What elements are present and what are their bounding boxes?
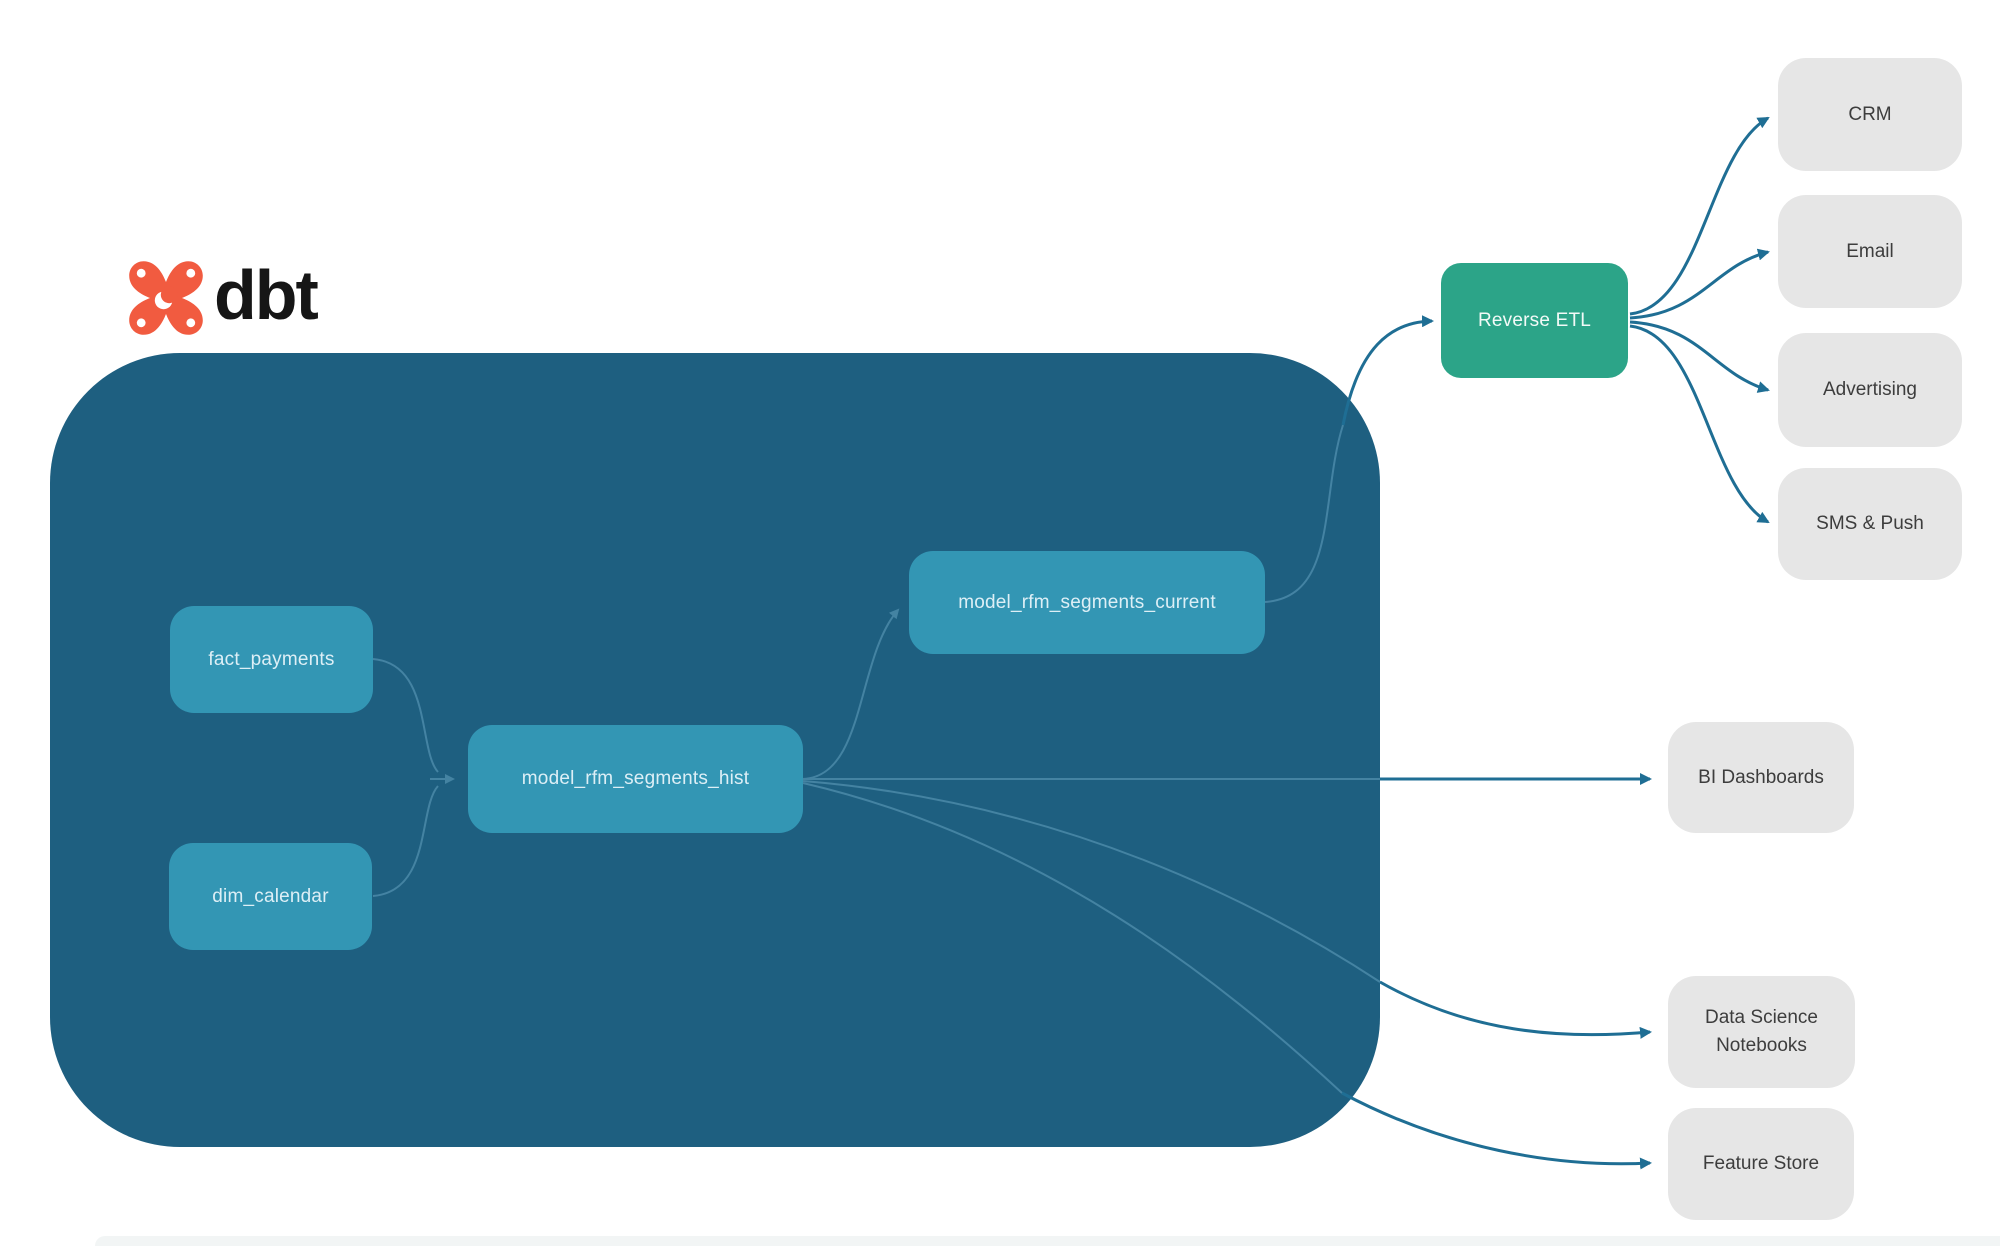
edge-hist-to-notebooks <box>1379 980 1652 1039</box>
node-label: Reverse ETL <box>1477 309 1592 331</box>
bottom-edge-strip <box>95 1236 2000 1246</box>
node-fact-payments: fact_payments <box>170 606 373 713</box>
node-label: Email <box>1846 240 1894 262</box>
node-label: dim_calendar <box>212 885 329 907</box>
node-feature-store: Feature Store <box>1668 1108 1854 1220</box>
node-label: Data Science Notebooks <box>1704 1007 1818 1056</box>
node-model-rfm-segments-current: model_rfm_segments_current <box>909 551 1265 654</box>
edge-reverse-etl-to-advertising <box>1629 320 1770 393</box>
node-model-rfm-segments-hist: model_rfm_segments_hist <box>468 725 803 833</box>
dbt-logo-icon <box>129 261 203 335</box>
node-email: Email <box>1778 195 1962 308</box>
dbt-logo-text: dbt <box>214 256 319 334</box>
edge-reverse-etl-to-crm <box>1629 116 1770 316</box>
edge-hist-to-feature-store <box>1341 1091 1652 1170</box>
node-label: model_rfm_segments_current <box>958 591 1216 613</box>
node-label: Feature Store <box>1702 1153 1820 1175</box>
node-sms-push: SMS & Push <box>1778 468 1962 580</box>
node-label: Advertising <box>1823 379 1917 401</box>
node-label: BI Dashboards <box>1698 766 1824 788</box>
node-crm: CRM <box>1778 58 1962 171</box>
node-label: model_rfm_segments_hist <box>521 768 750 789</box>
node-label: fact_payments <box>208 648 335 670</box>
node-advertising: Advertising <box>1778 333 1962 447</box>
node-dim-calendar: dim_calendar <box>169 843 372 950</box>
node-label: CRM <box>1848 103 1892 125</box>
node-reverse-etl: Reverse ETL <box>1441 263 1628 378</box>
node-label: SMS & Push <box>1816 513 1924 535</box>
node-data-science-notebooks: Data Science Notebooks <box>1668 976 1855 1088</box>
edge-reverse-etl-to-email <box>1629 248 1770 320</box>
dbt-logo: dbt <box>126 256 319 338</box>
edge-reverse-etl-to-sms-push <box>1629 324 1770 524</box>
node-bi-dashboards: BI Dashboards <box>1668 722 1854 833</box>
